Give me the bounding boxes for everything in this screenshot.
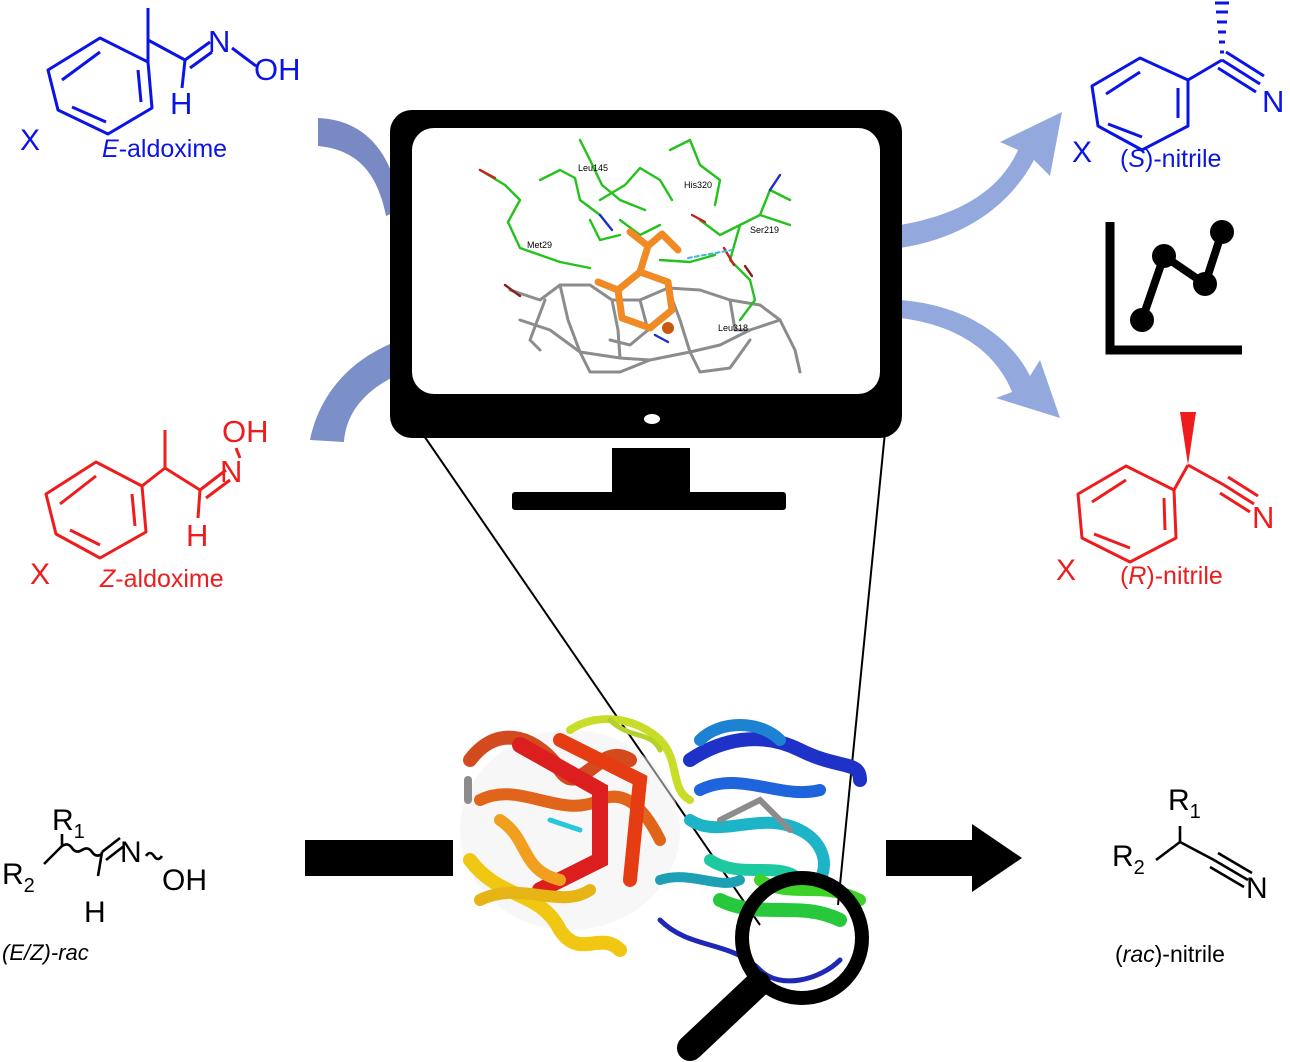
- s-nitrile-atom-n: N: [1262, 84, 1284, 119]
- e-aldoxime-atom-n: N: [208, 24, 230, 59]
- z-aldoxime-atom-n: N: [220, 454, 242, 489]
- monitor-icon: [390, 110, 902, 510]
- r-nitrile-structure: [1076, 463, 1259, 564]
- residue-label-ser219: Ser219: [750, 225, 779, 235]
- residue-label-his320: His320: [684, 180, 712, 190]
- r-nitrile-solid-wedge: [1180, 412, 1196, 465]
- input-arrow-z: [310, 340, 404, 442]
- hydrogen-bond: [687, 249, 733, 259]
- ligand-oxygen-atom: [662, 322, 674, 334]
- rac-nitrile-label: (rac)-nitrile: [1115, 941, 1225, 967]
- r-nitrile-atom-x: X: [1056, 554, 1076, 587]
- rac-aldoxime-atom-h: H: [84, 896, 106, 929]
- rac-nitrile-atom-r2: R2: [1112, 840, 1145, 879]
- z-aldoxime-atom-x: X: [30, 558, 50, 591]
- docking-view: Leu145 His320 Ser219 Met29 Leu318: [478, 138, 802, 374]
- output-arrow-s: [900, 112, 1062, 248]
- r-nitrile-atom-n: N: [1252, 500, 1274, 535]
- rac-aldoxime-atom-n: N: [120, 836, 142, 869]
- z-aldoxime-label: Z-aldoxime: [99, 565, 224, 593]
- zoom-line-right: [837, 431, 886, 906]
- e-aldoxime-atom-h: H: [170, 86, 192, 121]
- residue-label-leu145: Leu145: [578, 163, 608, 173]
- rac-nitrile-atom-r1: R1: [1168, 784, 1201, 823]
- z-aldoxime-atom-h: H: [186, 518, 208, 553]
- rac-aldoxime-structure: [43, 834, 164, 877]
- z-aldoxime-atom-oh: OH: [222, 414, 269, 449]
- residue-label-leu318: Leu318: [718, 323, 748, 333]
- e-aldoxime-label: E-aldoxime: [102, 135, 227, 163]
- s-nitrile-atom-x: X: [1072, 136, 1092, 169]
- s-nitrile-structure: [1090, 50, 1265, 152]
- input-arrow-e: [318, 118, 400, 216]
- e-aldoxime-atom-x: X: [20, 124, 40, 157]
- e-aldoxime-structure: [46, 8, 257, 136]
- r-nitrile-label: (R)-nitrile: [1120, 562, 1223, 590]
- rac-nitrile-structure: [1155, 826, 1253, 889]
- protein-structure: [460, 715, 867, 984]
- rac-aldoxime-label: (E/Z)-rac: [2, 940, 89, 965]
- reaction-bar-left: [305, 840, 453, 876]
- line-chart-icon: [1105, 220, 1242, 355]
- magnifying-glass-icon: [677, 871, 869, 1061]
- z-aldoxime-structure: [44, 430, 242, 560]
- rac-aldoxime-atom-oh: OH: [162, 864, 207, 897]
- zoom-line-left: [419, 429, 761, 926]
- s-nitrile-hashed-wedge: [1215, 1, 1229, 54]
- rac-aldoxime-atom-r1: R1: [52, 804, 85, 843]
- residue-sticks: [478, 138, 792, 322]
- rac-aldoxime-atom-r2: R2: [2, 858, 35, 897]
- heme-sticks: [508, 283, 802, 374]
- ligand-sticks: [594, 228, 682, 332]
- output-arrow-r: [900, 300, 1060, 418]
- s-nitrile-label: (S)-nitrile: [1120, 145, 1221, 173]
- reaction-arrow-right: [886, 824, 1022, 892]
- e-aldoxime-atom-oh: OH: [254, 52, 301, 87]
- residue-label-met29: Met29: [527, 240, 552, 250]
- rac-nitrile-atom-n: N: [1246, 872, 1268, 905]
